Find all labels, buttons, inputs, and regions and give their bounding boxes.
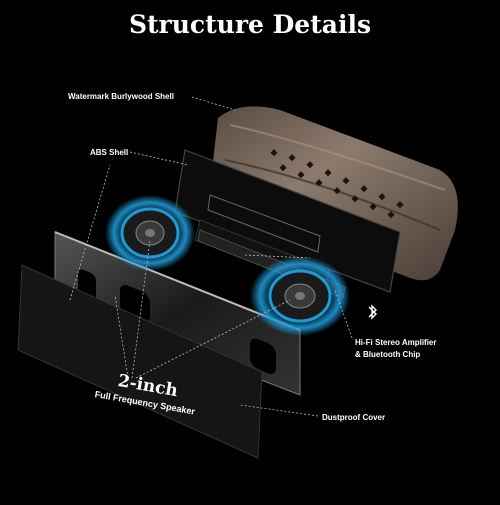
speaker-driver-left	[105, 195, 195, 271]
bluetooth-icon	[368, 304, 377, 320]
label-dustproof-cover: Dustproof Cover	[322, 413, 386, 422]
grille-holes	[270, 149, 404, 219]
page-title: Structure Details	[128, 10, 372, 39]
label-abs-shell: ABS Shell	[90, 148, 129, 157]
label-amplifier-line1: Hi-Fi Stereo Amplifier	[355, 338, 437, 347]
label-amplifier-line2: & Bluetooth Chip	[355, 350, 421, 359]
leader-lines	[69, 96, 353, 417]
dustproof-cover	[17, 264, 263, 459]
speaker-driver-right	[250, 256, 350, 336]
label-wood-shell: Watermark Burlywood Shell	[68, 92, 174, 101]
label-amplifier: Hi-Fi Stereo Amplifier & Bluetooth Chip	[355, 337, 437, 361]
